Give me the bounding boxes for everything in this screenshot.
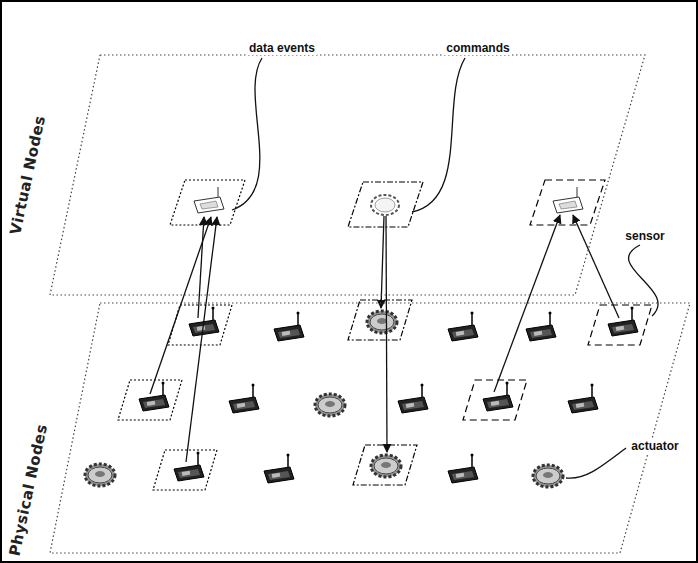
leader-lines: [232, 58, 658, 478]
plane-label: Virtual Nodes: [7, 114, 50, 237]
flow-arrows: [150, 215, 619, 462]
callout-label: commands: [444, 41, 511, 55]
sensor-group-squares: [463, 180, 652, 420]
callout-label: data events: [247, 41, 317, 55]
callout-label: sensor: [623, 229, 666, 243]
virtual-actuator: [371, 195, 399, 215]
data-group-squares: [118, 180, 245, 490]
callout-label: actuator: [629, 439, 680, 453]
network-plane: Physical Nodes: [30, 298, 695, 560]
command-group-squares: [348, 182, 423, 485]
physical-devices: [85, 307, 638, 488]
plane-label: Physical Nodes: [5, 422, 51, 557]
plane-border: [50, 55, 645, 295]
plane-border: [50, 303, 690, 553]
plane-outline: [30, 50, 650, 300]
virtual-sensor: [553, 187, 583, 213]
plane-outline: [30, 298, 695, 560]
network-plane: Virtual Nodes: [30, 50, 650, 300]
virtual-sensor: [194, 187, 224, 213]
